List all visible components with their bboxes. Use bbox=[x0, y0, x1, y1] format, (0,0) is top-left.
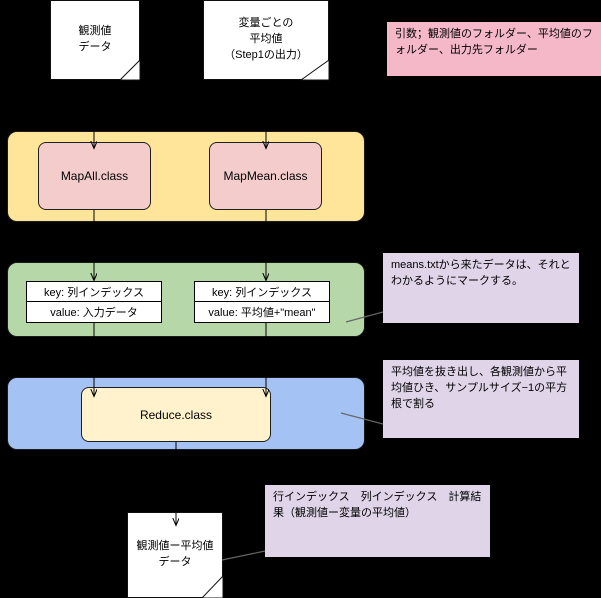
class-map-mean-label: MapMean.class bbox=[223, 169, 308, 183]
callout-arguments: 引数；観測値のフォルダー、平均値のフォルダー、出力先フォルダー bbox=[387, 22, 601, 76]
keyvalue-table-mean: key: 列インデックス value: 平均値+"mean" bbox=[194, 281, 330, 323]
note-result-data-label: 観測値ー平均値データ bbox=[136, 540, 214, 568]
note-result-data: 観測値ー平均値データ bbox=[127, 512, 223, 598]
keyvalue-key-mean: key: 列インデックス bbox=[195, 282, 329, 302]
callout-result-format-text: 行インデックス 列インデックス 計算結果（観測値ー変量の平均値） bbox=[273, 491, 482, 519]
callout-arguments-text: 引数；観測値のフォルダー、平均値のフォルダー、出力先フォルダー bbox=[395, 28, 593, 56]
class-map-mean: MapMean.class bbox=[209, 142, 322, 210]
class-reduce: Reduce.class bbox=[81, 387, 271, 442]
callout-reduce-computation: 平均値を抜き出し、各観測値から平均値ひき、サンプルサイズ−1の平方根で割る bbox=[383, 360, 579, 438]
keyvalue-table-all: key: 列インデックス value: 入力データ bbox=[26, 281, 162, 323]
keyvalue-key-all: key: 列インデックス bbox=[27, 282, 161, 302]
class-reduce-label: Reduce.class bbox=[139, 407, 213, 422]
keyvalue-value-mean: value: 平均値+"mean" bbox=[208, 307, 316, 319]
class-map-all: MapAll.class bbox=[38, 142, 151, 210]
callout-result-format: 行インデックス 列インデックス 計算結果（観測値ー変量の平均値） bbox=[265, 485, 490, 557]
note-observation-data-label: 観測値データ bbox=[78, 25, 112, 53]
class-map-all-label: MapAll.class bbox=[60, 169, 129, 183]
note-observation-data: 観測値データ bbox=[50, 0, 140, 80]
callout-mark-means: means.txtから来たデータは、それとわかるようにマークする。 bbox=[383, 253, 579, 323]
note-mean-data-label: 変量ごとの平均値（Step1の出力） bbox=[224, 17, 308, 61]
callout-mark-means-text: means.txtから来たデータは、それとわかるようにマークする。 bbox=[391, 259, 571, 287]
callout-reduce-computation-text: 平均値を抜き出し、各観測値から平均値ひき、サンプルサイズ−1の平方根で割る bbox=[391, 366, 568, 410]
keyvalue-value-all: value: 入力データ bbox=[50, 307, 138, 319]
leader-result-format bbox=[221, 550, 266, 561]
note-mean-data: 変量ごとの平均値（Step1の出力） bbox=[203, 0, 329, 80]
